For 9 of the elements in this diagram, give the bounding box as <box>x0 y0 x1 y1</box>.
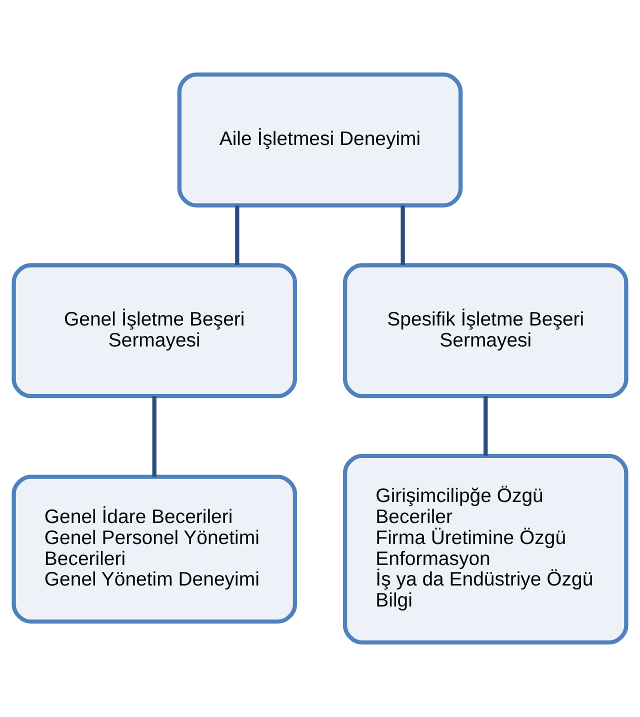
connector <box>484 396 488 456</box>
node-box: Aile İşletmesi Deneyimi <box>177 72 463 208</box>
connector <box>235 206 240 265</box>
connector <box>152 396 156 477</box>
node-box: Girişimcilipğe Özgü Beceriler Firma Üretimine Özgü Enformasyon İş ya da Endüstriye Özgü Bilgi <box>342 454 628 645</box>
node-box: Spesifik İşletme Beşeri Sermayesi <box>342 263 628 398</box>
connector <box>400 206 405 265</box>
node-box: Genel İdare Becerileri Genel Personel Yönetimi Becerileri Genel Yönetim Deneyimi <box>12 474 298 624</box>
node-box: Genel İşletme Beşeri Sermayesi <box>12 263 298 398</box>
